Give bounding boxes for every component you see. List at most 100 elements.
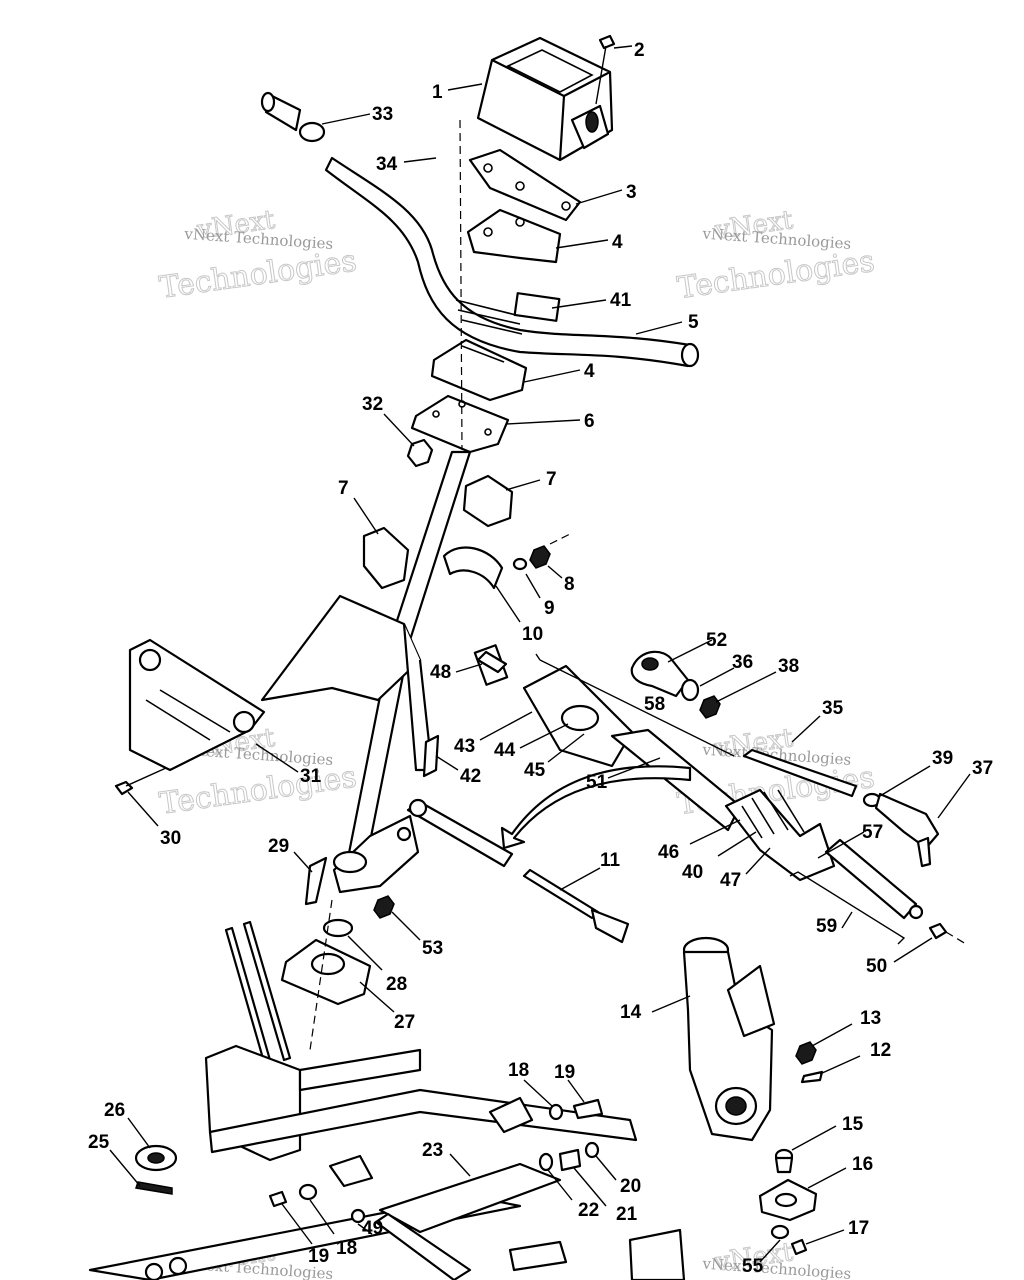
bottom-fastener-a: [144, 1262, 164, 1280]
leader-30: [127, 791, 159, 827]
nut-32: [406, 438, 434, 468]
leader-lines: [109, 45, 971, 1263]
leader-37: [937, 773, 971, 819]
watermark-upper-left: vNext vNext Technologies Technologies: [157, 204, 359, 306]
callout-48: 48: [430, 662, 451, 683]
callout-36: 36: [732, 652, 753, 673]
leader-53: [391, 911, 421, 941]
cotter-pin-12: [800, 1070, 824, 1084]
upper-clamp-plate: [468, 148, 582, 222]
callout-19a: 19: [554, 1062, 575, 1083]
leader-47: [745, 847, 771, 875]
bolt-30-shank: [125, 767, 167, 787]
callout-41: 41: [610, 290, 632, 311]
handlebar-grip: [260, 91, 326, 143]
leader-34: [403, 157, 437, 163]
bolt-19-lower: [268, 1190, 288, 1208]
leader-44: [519, 723, 569, 749]
callout-40: 40: [682, 862, 703, 883]
leader-1: [447, 83, 483, 91]
a-arm: [374, 1162, 568, 1280]
nut-13: [795, 1041, 817, 1065]
ball-joint-plate-16: [758, 1178, 818, 1222]
leader-43: [479, 711, 533, 741]
callout-2: 2: [634, 40, 645, 61]
callout-33: 33: [372, 104, 393, 125]
leader-32: [383, 413, 415, 447]
leader-8: [547, 565, 563, 579]
callout-43: 43: [454, 736, 475, 757]
leader-14: [651, 995, 691, 1013]
callout-26: 26: [104, 1100, 125, 1121]
callout-14: 14: [620, 1002, 642, 1023]
callout-32: 32: [362, 394, 383, 415]
bracket-58: [535, 653, 735, 757]
watermark-middle-left-line3: Technologies: [157, 760, 358, 822]
tie-rod-end-37: [874, 792, 940, 868]
callout-18a: 18: [508, 1060, 529, 1081]
leader-7b: [505, 479, 541, 491]
leader-21: [573, 1167, 607, 1207]
leader-6: [505, 419, 581, 425]
leader-12: [819, 1055, 861, 1075]
callout-46: 46: [658, 842, 679, 863]
callout-27: 27: [394, 1012, 415, 1033]
watermark-upper-right: vNext vNext Technologies Technologies: [675, 205, 877, 307]
leader-42: [435, 755, 459, 771]
callout-37: 37: [972, 758, 993, 779]
callout-22: 22: [578, 1200, 599, 1221]
leader-55: [759, 1239, 781, 1263]
bolt-25: [135, 1181, 173, 1195]
lower-clamp-block: [430, 338, 528, 402]
bushing-21: [558, 1148, 582, 1172]
leader-26: [127, 1117, 151, 1149]
callout-18b: 18: [336, 1238, 357, 1259]
bracket-lower: [328, 1154, 374, 1188]
leader-19b: [281, 1203, 313, 1245]
callout-5: 5: [688, 312, 699, 333]
callout-20: 20: [620, 1176, 641, 1197]
callout-9: 9: [544, 598, 555, 619]
leader-29: [293, 851, 313, 873]
callout-45: 45: [524, 760, 546, 781]
bolt-42: [422, 734, 440, 778]
callout-57: 57: [862, 822, 883, 843]
callout-55: 55: [742, 1256, 764, 1277]
leader-4a: [555, 239, 609, 249]
callout-38: 38: [778, 656, 799, 677]
callout-3: 3: [626, 182, 637, 203]
leader-15: [791, 1125, 837, 1151]
callout-7a: 7: [338, 478, 349, 499]
rod-end-52: [630, 650, 690, 698]
leader-5: [635, 321, 683, 335]
inner-tie-rod: [406, 798, 514, 868]
leader-18b: [309, 1199, 335, 1235]
leader-46: [689, 819, 741, 845]
callout-17: 17: [848, 1218, 869, 1239]
leader-25: [109, 1149, 141, 1187]
callout-34: 34: [376, 154, 398, 175]
leader-13: [811, 1023, 853, 1047]
bearing-bracket: [442, 546, 504, 590]
pad-screw: [595, 34, 616, 105]
steering-knuckle: [682, 936, 776, 1142]
direction-arrow: [500, 765, 692, 850]
frame-support: [128, 594, 434, 772]
callout-10: 10: [522, 624, 543, 645]
leader-40: [717, 831, 757, 857]
callout-19b: 19: [308, 1246, 329, 1267]
callout-13: 13: [860, 1008, 881, 1029]
tie-rod-end-35: [742, 748, 858, 798]
pin-49: [350, 1208, 366, 1224]
ball-joint-15: [774, 1148, 794, 1174]
callout-35: 35: [822, 698, 844, 719]
lower-bearing-plate: [280, 938, 372, 1006]
nut-8: [529, 545, 551, 569]
washer-18-lower: [298, 1183, 318, 1201]
leader-39: [879, 765, 931, 797]
leader-49: [357, 1223, 373, 1235]
callout-47: 47: [720, 870, 741, 891]
leader-17: [805, 1229, 845, 1245]
callout-25: 25: [88, 1132, 110, 1153]
